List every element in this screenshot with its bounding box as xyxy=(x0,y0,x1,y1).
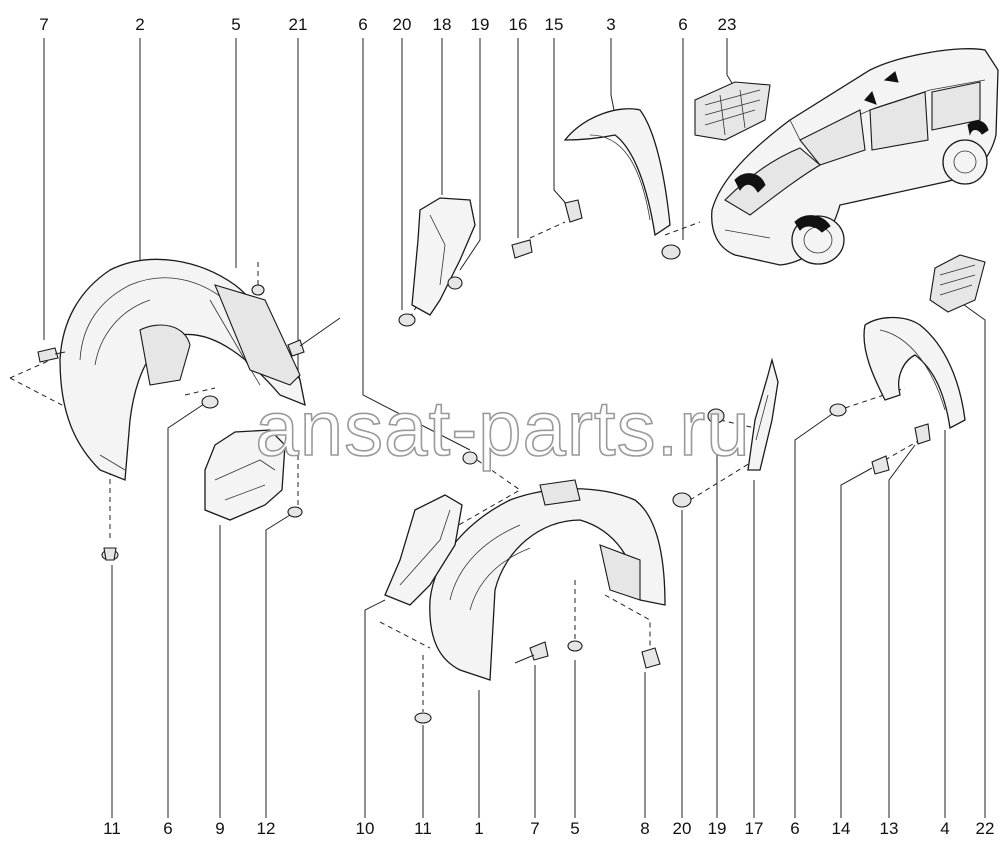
callout-7-top: 7 xyxy=(39,15,48,34)
callout-20-bottom: 20 xyxy=(673,819,692,838)
splash-guard-9 xyxy=(204,429,286,521)
assembly-lines xyxy=(9,221,921,712)
callout-6-top: 6 xyxy=(358,15,367,34)
callout-12-bottom: 12 xyxy=(257,819,276,838)
callout-6-bottom: 6 xyxy=(163,819,172,838)
callout-4-bottom: 4 xyxy=(940,819,949,838)
callout-2-top: 2 xyxy=(135,15,144,34)
callout-20-top: 20 xyxy=(393,15,412,34)
callout-5-top: 5 xyxy=(231,15,240,34)
callout-9-bottom: 9 xyxy=(215,819,224,838)
bracket-17 xyxy=(672,357,779,508)
callout-6b-bottom: 6 xyxy=(790,819,799,838)
callout-18-top: 18 xyxy=(433,15,452,34)
splash-piece-10 xyxy=(384,494,463,606)
callout-16-top: 16 xyxy=(509,15,528,34)
van-illustration xyxy=(711,48,999,266)
callout-10-bottom: 10 xyxy=(356,819,375,838)
rear-wheel-arch-liner-4 xyxy=(829,316,966,475)
callout-23-top: 23 xyxy=(718,15,737,34)
top-callouts: 7 2 5 21 6 20 18 19 16 15 3 6 23 xyxy=(39,15,736,34)
fasteners-left xyxy=(37,284,341,561)
bottom-callouts: 11 6 9 12 10 11 1 7 5 8 20 19 17 6 14 13… xyxy=(103,819,994,838)
front-wheel-arch-liner-1 xyxy=(429,479,666,681)
callout-11b-bottom: 11 xyxy=(414,819,432,838)
callout-22-bottom: 22 xyxy=(976,819,995,838)
vent-grille-22 xyxy=(929,254,986,313)
callout-19-top: 19 xyxy=(471,15,490,34)
callout-14-bottom: 14 xyxy=(832,819,851,838)
callout-5-bottom: 5 xyxy=(570,819,579,838)
callout-21-top: 21 xyxy=(289,15,308,34)
callout-17-bottom: 17 xyxy=(745,819,764,838)
callout-6b-top: 6 xyxy=(678,15,687,34)
wheel-arch-liner-3 xyxy=(511,108,681,260)
callout-15-top: 15 xyxy=(545,15,564,34)
callout-19-bottom: 19 xyxy=(708,819,727,838)
callout-3-top: 3 xyxy=(606,15,615,34)
leader-lines xyxy=(43,38,986,818)
callout-7-bottom: 7 xyxy=(530,819,539,838)
callout-11-bottom: 11 xyxy=(103,819,121,838)
front-wheel-arch-liner-2 xyxy=(59,258,306,481)
fasteners-middle xyxy=(414,451,661,724)
vent-grille-23 xyxy=(694,81,771,141)
watermark-text: ansat-parts.ru xyxy=(255,384,750,472)
bracket-18 xyxy=(398,197,476,327)
callout-8-bottom: 8 xyxy=(640,819,649,838)
callout-13-bottom: 13 xyxy=(880,819,899,838)
callout-1-bottom: 1 xyxy=(474,819,483,838)
